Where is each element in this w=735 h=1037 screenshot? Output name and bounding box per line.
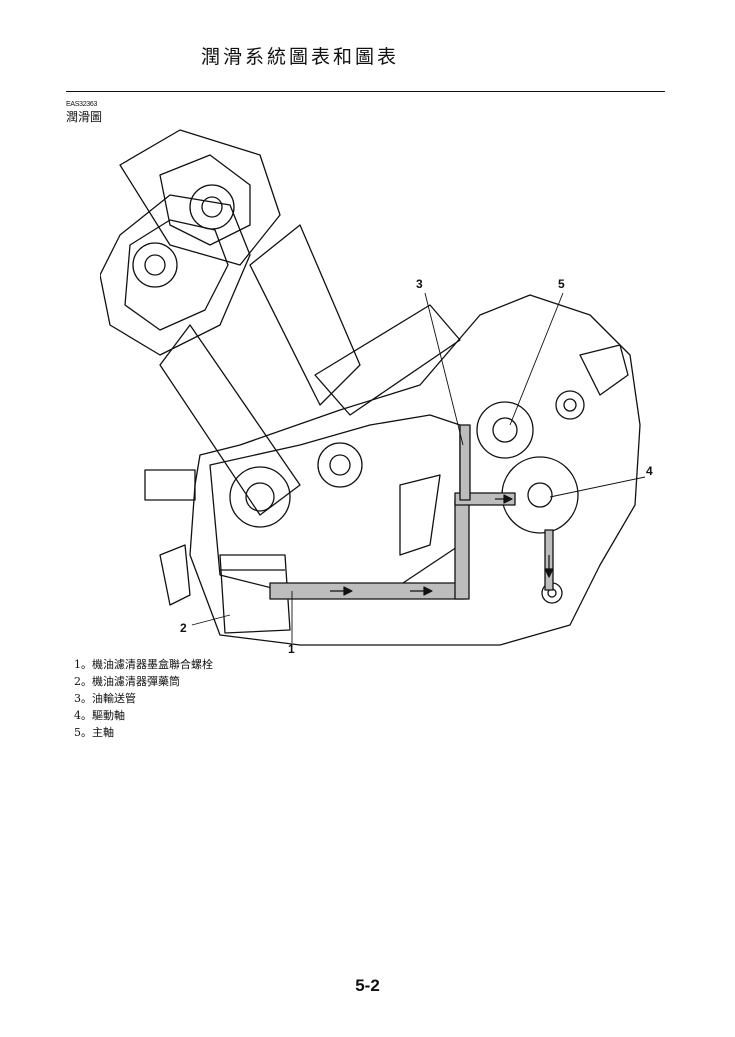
legend-item: 2。機油濾清器彈藥筒 — [74, 675, 180, 688]
callout-1: 1 — [288, 642, 295, 656]
page-title: 潤滑系統圖表和圖表 — [200, 46, 399, 68]
oil-flow-arrow-icon — [330, 494, 554, 596]
cylinder-block — [159, 224, 461, 516]
legend-item: 1。機油濾清器墨盒聯合螺栓 — [74, 658, 213, 671]
cylinder-head-left — [100, 194, 251, 356]
oil-passage — [269, 424, 554, 600]
legend-item: 4。驅動軸 — [74, 709, 125, 722]
cylinder-head-right — [119, 129, 281, 266]
engine-cutaway-diagram-icon — [100, 129, 646, 646]
callout-4: 4 — [646, 464, 653, 478]
legend-item: 3。油輸送管 — [74, 692, 136, 705]
section-title: 潤滑圖 — [66, 110, 103, 124]
section-code: EAS32363 — [66, 101, 98, 108]
engine-lubrication-diagram: 3 5 4 2 1 — [100, 125, 660, 656]
title-rule — [66, 91, 665, 92]
callout-leaders — [191, 292, 646, 643]
legend-item: 5。主軸 — [74, 726, 114, 739]
callout-3: 3 — [416, 277, 423, 291]
oil-filter-cartridge — [219, 554, 291, 634]
callout-5: 5 — [558, 277, 565, 291]
callout-2: 2 — [180, 621, 187, 635]
legend-list: 1。機油濾清器墨盒聯合螺栓 2。機油濾清器彈藥筒 3。油輸送管 4。驅動軸 5。… — [74, 656, 213, 741]
page-number: 5-2 — [355, 976, 380, 995]
